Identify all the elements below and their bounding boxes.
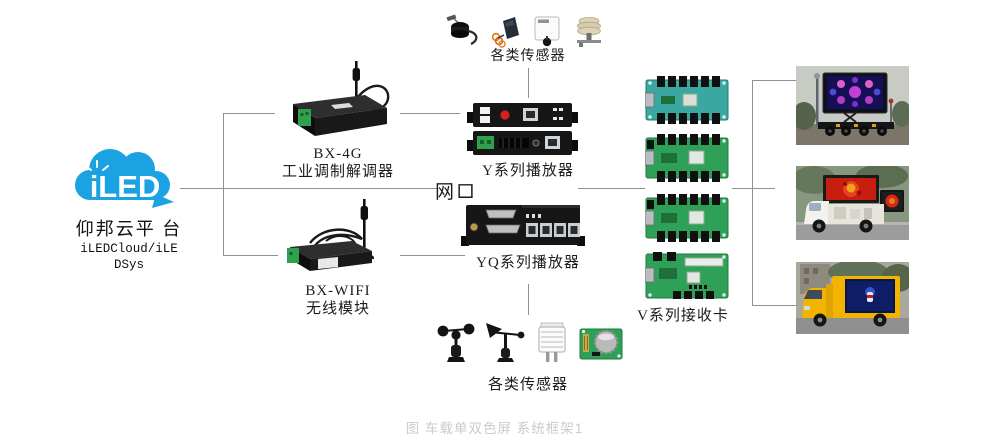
sensors-top-group [444, 13, 612, 51]
pcb-gas-sensor-icon [579, 328, 623, 360]
player-y-photo [460, 98, 585, 160]
bxwifi-label: BX-WIFI 无线模块 [277, 283, 399, 318]
connector-line-truck3 [752, 305, 798, 306]
wind-vane-sensor-icon [486, 323, 525, 362]
louver-box-sensor-icon [538, 322, 566, 362]
truck-photo-1 [796, 66, 909, 145]
cloud-sub-line1: iLEDCloud/iLE [80, 241, 178, 256]
bx4g-label-line2: 工业调制解调器 [281, 163, 394, 180]
white-box-sensor-icon [534, 16, 560, 47]
connector-line-sensors-bottom [528, 284, 529, 315]
green-terminal-icon [477, 136, 494, 149]
player-yq-device-icon [461, 205, 585, 246]
receiver-card-icon [645, 134, 729, 182]
connector-line-sensors-top [528, 68, 529, 107]
bx4g-photo [275, 58, 400, 142]
receiver-card-icon [645, 252, 729, 299]
sensors-top-label: 各类传感器 [490, 49, 566, 64]
cable-probe-sensor-icon [446, 14, 478, 45]
network-port-label: 网口 [435, 182, 478, 203]
coil-module-sensor-icon [491, 17, 519, 48]
cloud-name-line2: 台 [162, 219, 183, 239]
bxwifi-label-line2: 无线模块 [305, 300, 370, 317]
bx4g-label-line1: BX-4G [313, 146, 363, 162]
red-button-icon [500, 110, 510, 120]
player-yq-photo [458, 198, 588, 254]
sma-connector-icon [469, 222, 479, 232]
bxwifi-photo [278, 197, 400, 274]
sensors-bottom-label: 各类传感器 [487, 377, 568, 393]
figure-caption: 图 车载单双色屏 系统框架1 [405, 421, 584, 436]
player-y-label: Y系列播放器 [482, 163, 574, 179]
bxwifi-label-line1: BX-WIFI [305, 283, 371, 299]
receiver-card-icon [645, 194, 729, 242]
receiver-cards-label: V系列接收卡 [637, 308, 729, 324]
green-terminal-icon [298, 109, 311, 126]
bx4g-label: BX-4G 工业调制解调器 [263, 146, 413, 181]
bulb-rays-icon [85, 160, 109, 171]
stacked-disc-sensor-icon [577, 17, 601, 47]
green-terminal-icon [287, 248, 299, 263]
sensors-bottom-group [434, 318, 626, 364]
cloud-sub-line2: DSys [113, 257, 144, 272]
truck-photo-2 [796, 166, 909, 240]
connector-line-truck1 [752, 80, 798, 81]
bxwifi-device-icon [287, 199, 374, 271]
bx4g-device-icon [293, 61, 390, 136]
connector-line-to-cards [578, 188, 645, 189]
cloud-logo-text: iLED [90, 169, 161, 204]
anemometer-sensor-icon [437, 323, 475, 362]
receiver-card-icon [645, 76, 729, 124]
white-truck-led-photo [796, 166, 909, 240]
connector-line-left-branch [223, 113, 224, 256]
truck-photo-3 [796, 262, 909, 334]
player-y-device-icon [467, 103, 578, 155]
iled-cloud-icon: iLED [75, 149, 174, 208]
player-yq-label: YQ系列播放器 [476, 255, 580, 271]
connector-line-cards-out [732, 188, 775, 189]
connector-line-right-branch [752, 80, 753, 306]
trailer-led-screen-photo [796, 66, 909, 145]
receiver-cards-group [643, 74, 735, 302]
yellow-van-led-photo [796, 262, 909, 334]
cloud-platform-node: iLED 仰邦云平 台 iLEDCloud/iLE DSys [68, 144, 190, 273]
cloud-name-line1: 仰邦云平 [75, 219, 156, 239]
connector-line-cloud-spine [180, 188, 437, 189]
